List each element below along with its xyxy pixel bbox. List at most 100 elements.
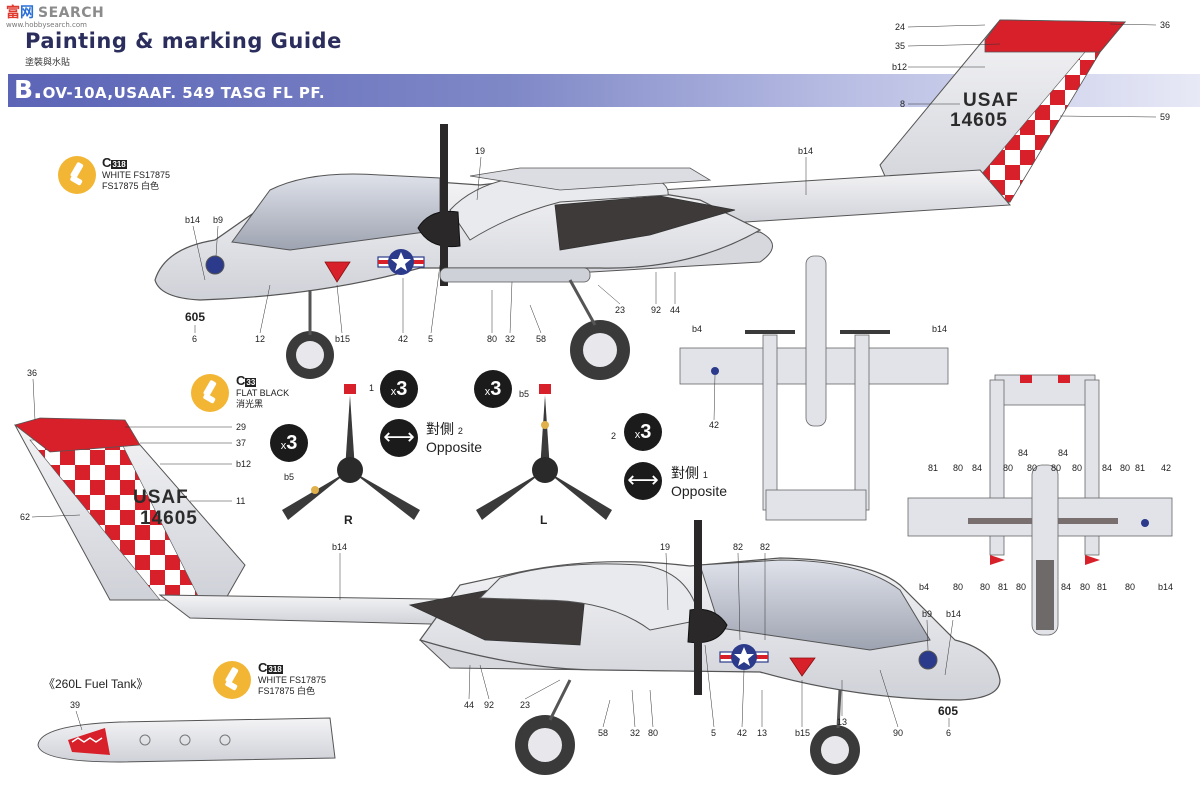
lbl-58-top: 58 bbox=[536, 334, 546, 344]
watermark-cn-2: 网 bbox=[20, 5, 34, 21]
multiplier-badge-r1: x3 bbox=[380, 370, 418, 408]
antiglare-bottom bbox=[408, 587, 586, 646]
lbl-pl-84c: 84 bbox=[1058, 448, 1068, 458]
lbl-23-bot: 23 bbox=[520, 700, 530, 710]
lbl-5-top: 5 bbox=[428, 334, 433, 344]
lbl-80-bot: 80 bbox=[648, 728, 658, 738]
lbl-62: 62 bbox=[20, 512, 30, 522]
side-view-bottom bbox=[14, 417, 1001, 775]
lbl-32-bot: 32 bbox=[630, 728, 640, 738]
lbl-23-top: 23 bbox=[615, 305, 625, 315]
plan-upper-boom-left bbox=[762, 334, 778, 511]
fuel-tank-art: 39 bbox=[37, 700, 336, 763]
lbl-12: 12 bbox=[255, 334, 265, 344]
lbl-82a: 82 bbox=[733, 542, 743, 552]
plan-view-upper: b4 b14 42 bbox=[679, 255, 949, 521]
lbl-pl-84b: 84 bbox=[1018, 448, 1028, 458]
spinner-bottom bbox=[687, 608, 728, 644]
plan-lower-tail bbox=[994, 374, 1096, 406]
national-insignia-bottom bbox=[719, 644, 769, 670]
nacelle-bottom bbox=[478, 563, 701, 631]
nose-number-bottom: 605 bbox=[938, 704, 959, 718]
sharkmouth bbox=[68, 728, 110, 755]
swap-icon-r: ⟷ bbox=[380, 419, 418, 457]
side-view-top bbox=[154, 19, 1127, 380]
watermark-en: SEARCH bbox=[38, 5, 105, 21]
opposite-r: 對側 2 Opposite bbox=[426, 421, 483, 455]
tail-tip-red-top bbox=[984, 19, 1126, 53]
lbl-35: 35 bbox=[895, 41, 905, 51]
paint-line1-bottom: WHITE FS17875 bbox=[258, 675, 327, 685]
scheme-title: OV-10A,USAAF. 549 TASG FL PF. bbox=[42, 84, 326, 102]
paint-line2-top: FS17875 白色 bbox=[102, 181, 160, 191]
prop-r-part: 1 bbox=[369, 383, 375, 393]
plan-upper-prop-left bbox=[745, 330, 795, 334]
propeller-left-art bbox=[476, 384, 612, 520]
plan-upper-fuselage bbox=[805, 255, 827, 427]
fuel-tank-title: 《260L Fuel Tank》 bbox=[43, 677, 149, 691]
lbl-6-bot: 6 bbox=[946, 728, 951, 738]
lbl-b9-bot: b9 bbox=[922, 609, 932, 619]
multiplier-badge-r2: x3 bbox=[270, 424, 308, 462]
lbl-44-top: 44 bbox=[670, 305, 680, 315]
lbl-pl-80f: 80 bbox=[1120, 463, 1130, 473]
lbl-pl-80h: 80 bbox=[980, 582, 990, 592]
lbl-b12-top: b12 bbox=[892, 62, 907, 72]
spinner-top bbox=[417, 210, 461, 248]
lbl-42-planA: 42 bbox=[709, 420, 719, 430]
plan-upper-tailplane bbox=[765, 489, 867, 521]
lbl-b9-top: b9 bbox=[213, 215, 223, 225]
lbl-37: 37 bbox=[236, 438, 246, 448]
tail-serial-top: 14605 bbox=[950, 110, 1008, 131]
lbl-pl-80g: 80 bbox=[953, 582, 963, 592]
lbl-pl-81a: 81 bbox=[928, 463, 938, 473]
prop-l-part: 2 bbox=[611, 431, 617, 441]
lbl-32-top: 32 bbox=[505, 334, 515, 344]
prop-blade-top-upper bbox=[440, 124, 448, 224]
lbl-pl-80a: 80 bbox=[953, 463, 963, 473]
paint-brush-icon bbox=[191, 374, 229, 412]
lbl-42-bot: 42 bbox=[737, 728, 747, 738]
plan-upper-prop-right bbox=[840, 330, 890, 334]
paint-num-bottom: 318 bbox=[267, 665, 283, 674]
lbl-36-top: 36 bbox=[1160, 20, 1170, 30]
lbl-39: 39 bbox=[70, 700, 80, 710]
lbl-pl-80e: 80 bbox=[1072, 463, 1082, 473]
lbl-44-bot: 44 bbox=[464, 700, 474, 710]
lbl-pl-81d: 81 bbox=[1097, 582, 1107, 592]
lbl-pl-81b: 81 bbox=[1135, 463, 1145, 473]
swap-icon-l: ⟷ bbox=[624, 462, 662, 500]
paint-brush-icon bbox=[58, 156, 96, 194]
plan-view-lower bbox=[907, 374, 1173, 636]
lbl-11: 11 bbox=[236, 496, 245, 506]
lbl-pl-80c: 80 bbox=[1027, 463, 1037, 473]
canopy-bottom bbox=[699, 559, 931, 651]
prop-blade-bottom-lower bbox=[694, 640, 702, 695]
opposite-l: 對側 1 Opposite bbox=[671, 465, 728, 499]
lbl-pl-42: 42 bbox=[1161, 463, 1171, 473]
lbl-13b: 13 bbox=[837, 717, 847, 727]
paint-line2-black: 消光黑 bbox=[236, 399, 264, 409]
warning-triangle-bottom bbox=[789, 657, 816, 677]
paint-code-bottom: C bbox=[258, 660, 268, 675]
paint-line1-black: FLAT BLACK bbox=[236, 388, 290, 398]
page-title: Painting & marking Guide bbox=[25, 29, 342, 53]
lbl-29: 29 bbox=[236, 422, 246, 432]
tail-tip-red-bottom bbox=[14, 417, 141, 453]
paint-num-top: 318 bbox=[111, 160, 127, 169]
lbl-pl-b4: b4 bbox=[919, 582, 929, 592]
lbl-5-bot: 5 bbox=[711, 728, 716, 738]
lbl-6-top: 6 bbox=[192, 334, 197, 344]
lbl-pl-80d: 80 bbox=[1051, 463, 1061, 473]
tail-serial-bottom: 14605 bbox=[140, 508, 198, 529]
propeller-right-art bbox=[282, 384, 420, 520]
paint-line2-bottom: FS17875 白色 bbox=[258, 686, 316, 696]
watermark-url: www.hobbysearch.com bbox=[6, 21, 87, 29]
sponson-top bbox=[439, 267, 591, 283]
paint-brush-icon bbox=[213, 661, 251, 699]
lbl-36-bot: 36 bbox=[27, 368, 37, 378]
lbl-92-bot: 92 bbox=[484, 700, 494, 710]
prop-label-l: L bbox=[540, 513, 548, 527]
lbl-pl-81c: 81 bbox=[998, 582, 1008, 592]
